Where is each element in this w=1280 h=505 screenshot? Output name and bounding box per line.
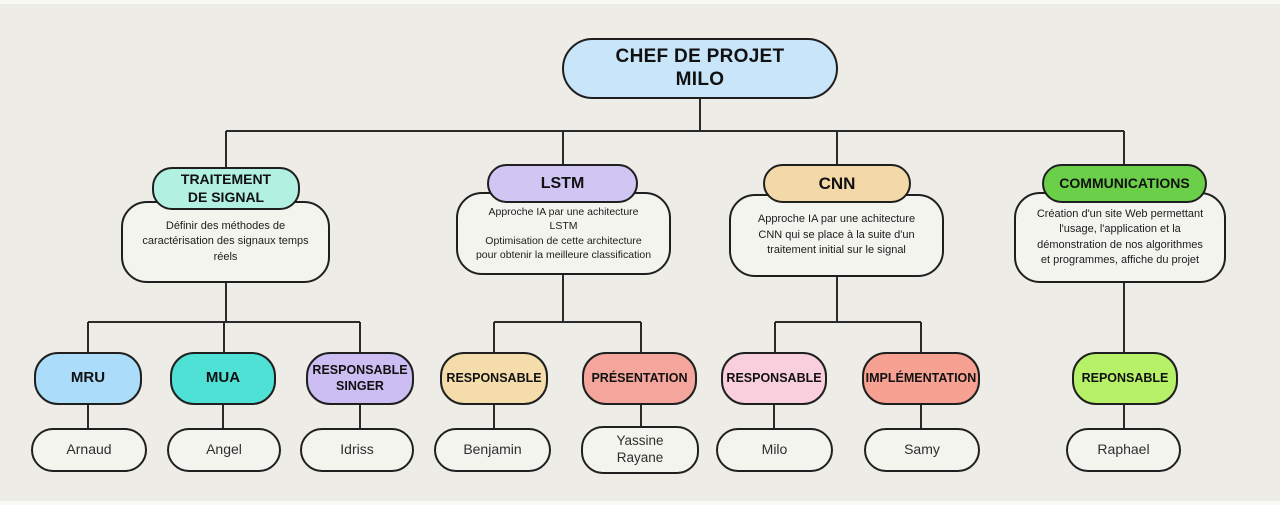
name-pill-arnaud: Arnaud: [31, 428, 147, 472]
name-pill-angel: Angel: [167, 428, 281, 472]
root-node-chef-de-projet: CHEF DE PROJET MILO: [562, 38, 838, 99]
role-pill-presentation: PRÉSENTATION: [582, 352, 697, 405]
name-pill-yassine-rayane: Yassine Rayane: [581, 426, 699, 474]
role-pill-implementation: IMPLÉMENTATION: [862, 352, 980, 405]
role-pill-responsable-cnn: RESPONSABLE: [721, 352, 827, 405]
name-pill-milo: Milo: [716, 428, 833, 472]
branch-desc-lstm: Approche IA par une achitecture LSTM Opt…: [456, 192, 671, 275]
name-pill-raphael: Raphael: [1066, 428, 1181, 472]
branch-pill-lstm: LSTM: [487, 164, 638, 203]
role-pill-reponsable-comm: REPONSABLE: [1072, 352, 1178, 405]
role-pill-mru: MRU: [34, 352, 142, 405]
role-pill-responsable-lstm: RESPONSABLE: [440, 352, 548, 405]
branch-pill-traitement-de-signal: TRAITEMENT DE SIGNAL: [152, 167, 300, 210]
branch-desc-traitement-de-signal: Définir des méthodes de caractérisation …: [121, 201, 330, 283]
name-pill-idriss: Idriss: [300, 428, 414, 472]
branch-pill-communications: COMMUNICATIONS: [1042, 164, 1207, 203]
branch-desc-communications: Création d'un site Web permettant l'usag…: [1014, 192, 1226, 283]
name-pill-benjamin: Benjamin: [434, 428, 551, 472]
role-pill-responsable-singer: RESPONSABLE SINGER: [306, 352, 414, 405]
branch-desc-cnn: Approche IA par une achitecture CNN qui …: [729, 194, 944, 277]
top-edge-strip: [0, 0, 1280, 4]
branch-pill-cnn: CNN: [763, 164, 911, 203]
role-pill-mua: MUA: [170, 352, 276, 405]
name-pill-samy: Samy: [864, 428, 980, 472]
bottom-edge-strip: [0, 501, 1280, 505]
